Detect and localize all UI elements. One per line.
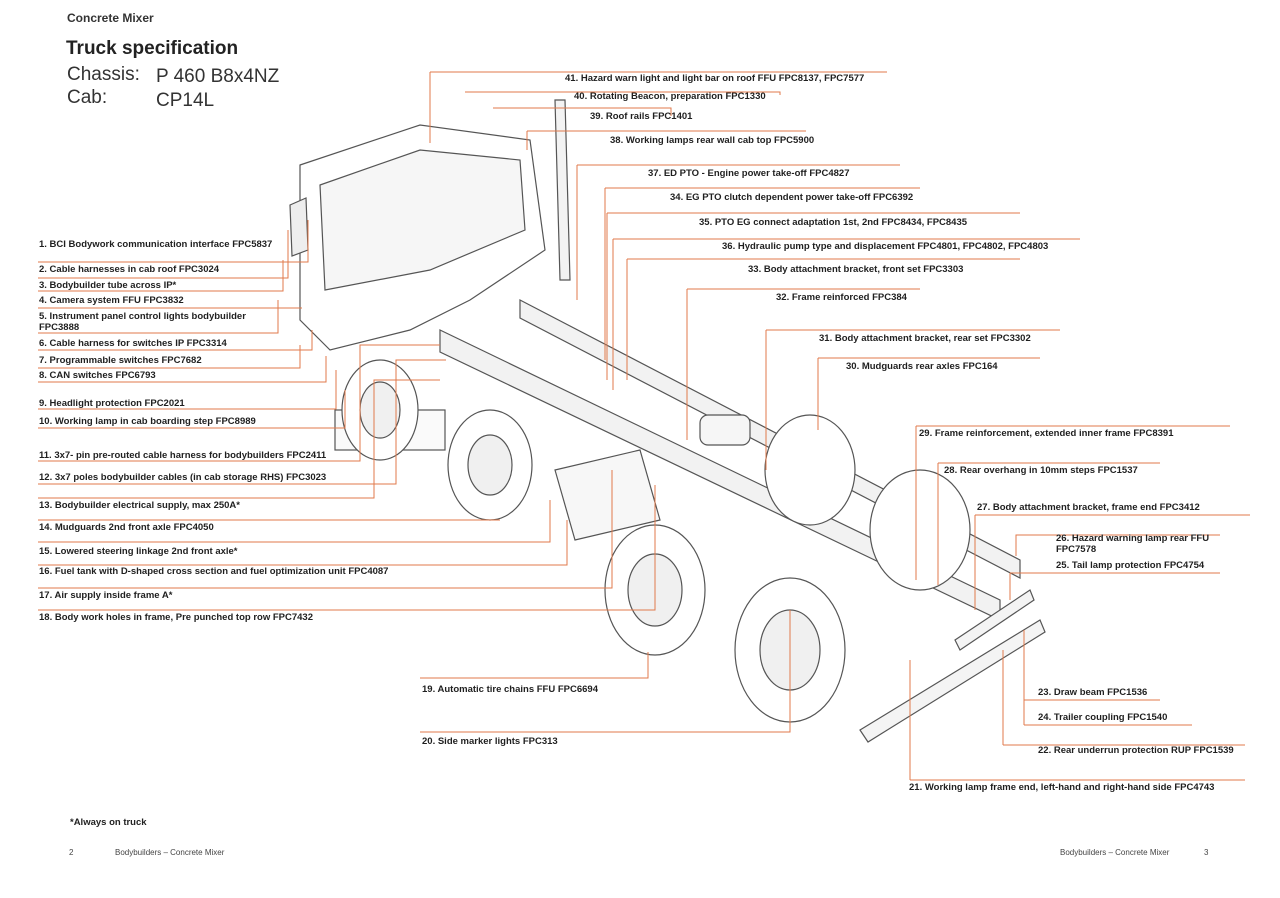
callout-36: 36. Hydraulic pump type and displacement… xyxy=(722,241,1049,252)
leader-20 xyxy=(420,610,791,733)
leader-6 xyxy=(38,330,313,351)
chassis-value: P 460 B8x4NZ xyxy=(156,66,280,87)
callout-39: 39. Roof rails FPC1401 xyxy=(590,111,693,122)
leader-19 xyxy=(420,652,649,679)
callout-17: 17. Air supply inside frame A* xyxy=(39,590,173,601)
callout-24: 24. Trailer coupling FPC1540 xyxy=(1038,712,1168,723)
callout-41: 41. Hazard warn light and light bar on r… xyxy=(565,73,865,84)
callout-25: 25. Tail lamp protection FPC4754 xyxy=(1056,560,1205,571)
cab-rear-wall xyxy=(319,149,526,291)
footer-left-title: Bodybuilders – Concrete Mixer xyxy=(115,848,225,857)
leader-40 xyxy=(465,91,781,95)
leader-1 xyxy=(38,220,309,263)
callout-22: 22. Rear underrun protection RUP FPC1539 xyxy=(1038,745,1234,756)
exhaust-stack xyxy=(554,99,571,281)
callout-20: 20. Side marker lights FPC313 xyxy=(422,736,558,747)
cab-label: Cab: xyxy=(67,87,108,108)
callout-29: 29. Frame reinforcement, extended inner … xyxy=(919,428,1174,439)
callout-35: 35. PTO EG connect adaptation 1st, 2nd F… xyxy=(699,217,968,228)
callout-40: 40. Rotating Beacon, preparation FPC1330 xyxy=(574,91,766,102)
callout-30: 30. Mudguards rear axles FPC164 xyxy=(846,361,998,372)
callout-21: 21. Working lamp frame end, left-hand an… xyxy=(909,782,1215,793)
callout-27: 27. Body attachment bracket, frame end F… xyxy=(977,502,1200,513)
leader-17 xyxy=(38,470,613,589)
callout-13: 13. Bodybuilder electrical supply, max 2… xyxy=(39,500,240,511)
wheel-front-1-hub xyxy=(359,381,401,439)
footer-right-title: Bodybuilders – Concrete Mixer xyxy=(1060,848,1170,857)
callout-12: 12. 3x7 poles bodybuilder cables (in cab… xyxy=(39,472,327,483)
wheel-rear-4 xyxy=(869,469,971,591)
callout-3: 3. Bodybuilder tube across IP* xyxy=(39,280,177,291)
leader-7 xyxy=(38,345,301,369)
leader-13 xyxy=(38,379,440,499)
callout-23: 23. Draw beam FPC1536 xyxy=(1038,687,1148,698)
callout-16: 16. Fuel tank with D-shaped cross sectio… xyxy=(39,566,389,577)
leader-2 xyxy=(38,230,289,279)
callout-37: 37. ED PTO - Engine power take-off FPC48… xyxy=(648,168,850,179)
callout-11: 11. 3x7- pin pre-routed cable harness fo… xyxy=(39,450,327,461)
leader-26 xyxy=(1015,534,1220,556)
callout-32: 32. Frame reinforced FPC384 xyxy=(776,292,907,303)
callout-2: 2. Cable harnesses in cab roof FPC3024 xyxy=(39,264,220,275)
wheel-rear-3 xyxy=(764,414,856,526)
leader-11 xyxy=(38,344,440,462)
callout-26: 26. Hazard warning lamp rear FFU FPC7578 xyxy=(1056,533,1210,555)
callout-28: 28. Rear overhang in 10mm steps FPC1537 xyxy=(944,465,1138,476)
spec-title: Truck specification xyxy=(66,38,239,59)
rear-crossmember xyxy=(954,589,1035,651)
callout-5: 5. Instrument panel control lights bodyb… xyxy=(39,311,246,333)
callout-10: 10. Working lamp in cab boarding step FP… xyxy=(39,416,256,427)
callout-34: 34. EG PTO clutch dependent power take-o… xyxy=(670,192,914,203)
callout-6: 6. Cable harness for switches IP FPC3314 xyxy=(39,338,227,349)
leader-15 xyxy=(38,500,551,543)
leader-18 xyxy=(38,485,656,611)
leader-5 xyxy=(38,300,279,334)
truck-body xyxy=(289,99,1046,743)
document-header-label: Concrete Mixer xyxy=(67,11,154,25)
callout-14: 14. Mudguards 2nd front axle FPC4050 xyxy=(39,522,214,533)
callout-8: 8. CAN switches FPC6793 xyxy=(39,370,156,381)
chassis-label: Chassis: xyxy=(67,64,140,85)
underrun-bar xyxy=(859,619,1046,743)
footnote: *Always on truck xyxy=(70,817,147,828)
leader-3 xyxy=(38,260,284,292)
leader-9 xyxy=(38,370,337,410)
callout-31: 31. Body attachment bracket, rear set FP… xyxy=(819,333,1031,344)
cab-value: CP14L xyxy=(156,90,215,111)
callout-1: 1. BCI Bodywork communication interface … xyxy=(39,239,273,250)
leader-lines xyxy=(38,71,1250,781)
leader-8 xyxy=(38,356,327,383)
footer-left-page-number: 2 xyxy=(69,848,74,857)
mirror-shape xyxy=(289,197,309,257)
callout-19: 19. Automatic tire chains FFU FPC6694 xyxy=(422,684,598,695)
callout-33: 33. Body attachment bracket, front set F… xyxy=(748,264,964,275)
callout-9: 9. Headlight protection FPC2021 xyxy=(39,398,185,409)
callout-4: 4. Camera system FFU FPC3832 xyxy=(39,295,184,306)
callout-15: 15. Lowered steering linkage 2nd front a… xyxy=(39,546,238,557)
hydraulic-tank xyxy=(699,414,751,446)
fuel-tank xyxy=(554,449,661,541)
callout-7: 7. Programmable switches FPC7682 xyxy=(39,355,202,366)
leader-39 xyxy=(493,107,672,116)
footer-right-page-number: 3 xyxy=(1204,848,1209,857)
leader-16 xyxy=(38,520,568,566)
leader-10 xyxy=(38,390,346,429)
leader-12 xyxy=(38,359,446,485)
wheel-front-2-hub xyxy=(467,434,513,496)
callout-18: 18. Body work holes in frame, Pre punche… xyxy=(39,612,313,623)
callout-38: 38. Working lamps rear wall cab top FPC5… xyxy=(610,135,815,146)
